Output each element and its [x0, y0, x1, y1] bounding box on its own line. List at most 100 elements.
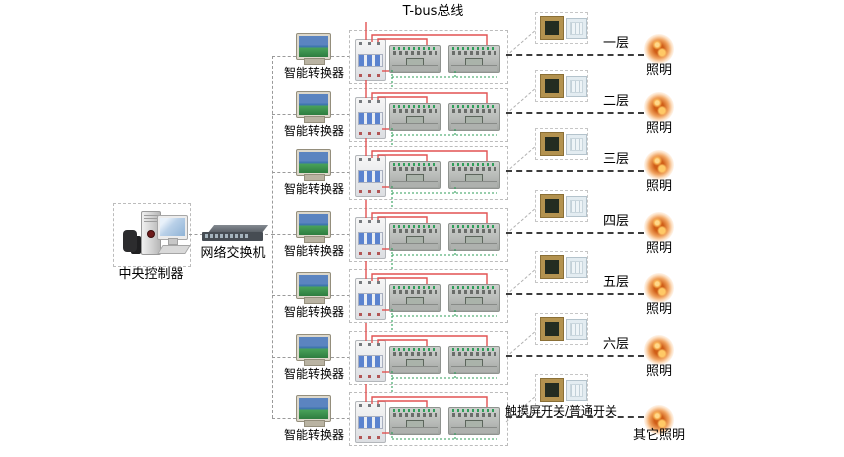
relay-module-icon — [389, 45, 441, 73]
wiring-diagram — [365, 80, 497, 154]
lighting-label: 照明 — [645, 121, 672, 136]
floor-feed-line — [506, 293, 644, 295]
smart-converter-icon — [296, 395, 332, 427]
converter-panel-link-line — [331, 295, 350, 296]
bus-branch-line — [272, 56, 296, 57]
power-wire — [371, 335, 488, 346]
relay-module-icon — [389, 284, 441, 312]
speaker-icon — [123, 230, 137, 252]
controller-switch-link-line — [189, 234, 203, 235]
wall-switch-rocker — [570, 261, 583, 274]
floor-row: 智能转换器 — [0, 307, 844, 419]
smart-converter-label: 智能转换器 — [283, 244, 344, 258]
wiring-diagram — [365, 22, 497, 96]
monitor-frame — [296, 211, 331, 238]
smart-converter-icon — [296, 211, 332, 243]
wall-switch-icon — [566, 380, 587, 401]
breaker-top-terminals — [359, 100, 382, 103]
din-rail-panel — [349, 146, 508, 200]
power-wire — [377, 154, 428, 161]
floor-label: 三层 — [602, 152, 629, 167]
central-controller-label: 中央控制器 — [118, 267, 184, 282]
switch-link-line — [505, 28, 538, 57]
wall-switch-rocker — [570, 22, 583, 35]
wiring-diagram — [365, 323, 497, 397]
switch-group — [535, 128, 588, 160]
module-base — [451, 181, 497, 187]
module-terminal-dots — [452, 286, 496, 289]
module-base — [392, 304, 438, 310]
breaker-top-terminals — [359, 281, 382, 284]
wall-switch-icon — [566, 257, 587, 278]
power-wire — [371, 92, 488, 103]
module-terminal-dots — [452, 163, 496, 166]
lighting-label: 照明 — [645, 241, 672, 256]
monitor-frame — [296, 272, 331, 299]
wall-switch-rocker — [570, 138, 583, 151]
wall-switch-rocker — [570, 384, 583, 397]
module-terminal-dots — [393, 286, 437, 289]
module-base — [392, 243, 438, 249]
wall-switch-rocker — [570, 80, 583, 93]
monitor-base — [304, 420, 325, 427]
monitor-base — [304, 174, 325, 181]
din-rail-panel — [349, 392, 508, 446]
switch-link-line — [505, 86, 538, 115]
relay-module-icon — [448, 223, 500, 251]
floor-label: 四层 — [602, 214, 629, 229]
breaker-toggles — [358, 232, 383, 245]
floor-row: 智能转换器 — [0, 184, 844, 296]
lighting-label: 照明 — [645, 63, 672, 78]
switch-group — [535, 374, 588, 406]
smart-converter-label: 智能转换器 — [283, 66, 344, 80]
wall-switch-icon — [566, 76, 587, 97]
wall-switch-icon — [566, 134, 587, 155]
module-base — [451, 243, 497, 249]
breaker-bottom-terminals — [359, 190, 382, 193]
floor-feed-line — [506, 232, 644, 234]
circuit-breaker-icon — [355, 217, 386, 259]
circuit-breaker-icon — [355, 401, 386, 443]
smart-converter-icon — [296, 91, 332, 123]
floor-row: 智能转换器 — [0, 6, 844, 118]
module-base — [451, 123, 497, 129]
breaker-toggles — [358, 355, 383, 368]
central-controller-group — [113, 203, 191, 267]
lighting-label: 其它照明 — [632, 428, 685, 443]
breaker-top-terminals — [359, 158, 382, 161]
touch-panel-switch-icon — [540, 378, 564, 402]
module-base — [392, 427, 438, 433]
breaker-toggles — [358, 112, 383, 125]
power-wire — [377, 339, 428, 346]
relay-module-icon — [389, 407, 441, 435]
smart-converter-label: 智能转换器 — [283, 428, 344, 442]
module-base — [392, 181, 438, 187]
monitor-screen — [299, 275, 328, 296]
switch-link-line — [505, 144, 538, 173]
power-wire — [377, 277, 428, 284]
floor-row: 智能转换器 — [0, 64, 844, 176]
touch-panel-screen — [545, 21, 559, 35]
monitor-base — [304, 236, 325, 243]
module-terminal-slots — [452, 229, 496, 233]
module-terminal-slots — [393, 167, 437, 171]
power-wire — [377, 216, 428, 223]
power-wire — [371, 212, 488, 223]
glowing-lamp-icon — [644, 92, 674, 122]
touch-panel-switch-icon — [540, 132, 564, 156]
bus-branch-line — [272, 114, 296, 115]
floor-label: 五层 — [602, 275, 629, 290]
switch-bus-link-line — [265, 234, 274, 235]
relay-module-icon — [389, 161, 441, 189]
module-terminal-slots — [393, 413, 437, 417]
monitor-screen — [299, 337, 328, 358]
module-terminal-slots — [452, 167, 496, 171]
module-terminal-slots — [393, 51, 437, 55]
bus-branch-line — [272, 295, 296, 296]
module-terminal-slots — [393, 352, 437, 356]
monitor-screen — [299, 214, 328, 235]
module-terminal-slots — [393, 229, 437, 233]
module-terminal-dots — [452, 105, 496, 108]
breaker-toggles — [358, 54, 383, 67]
